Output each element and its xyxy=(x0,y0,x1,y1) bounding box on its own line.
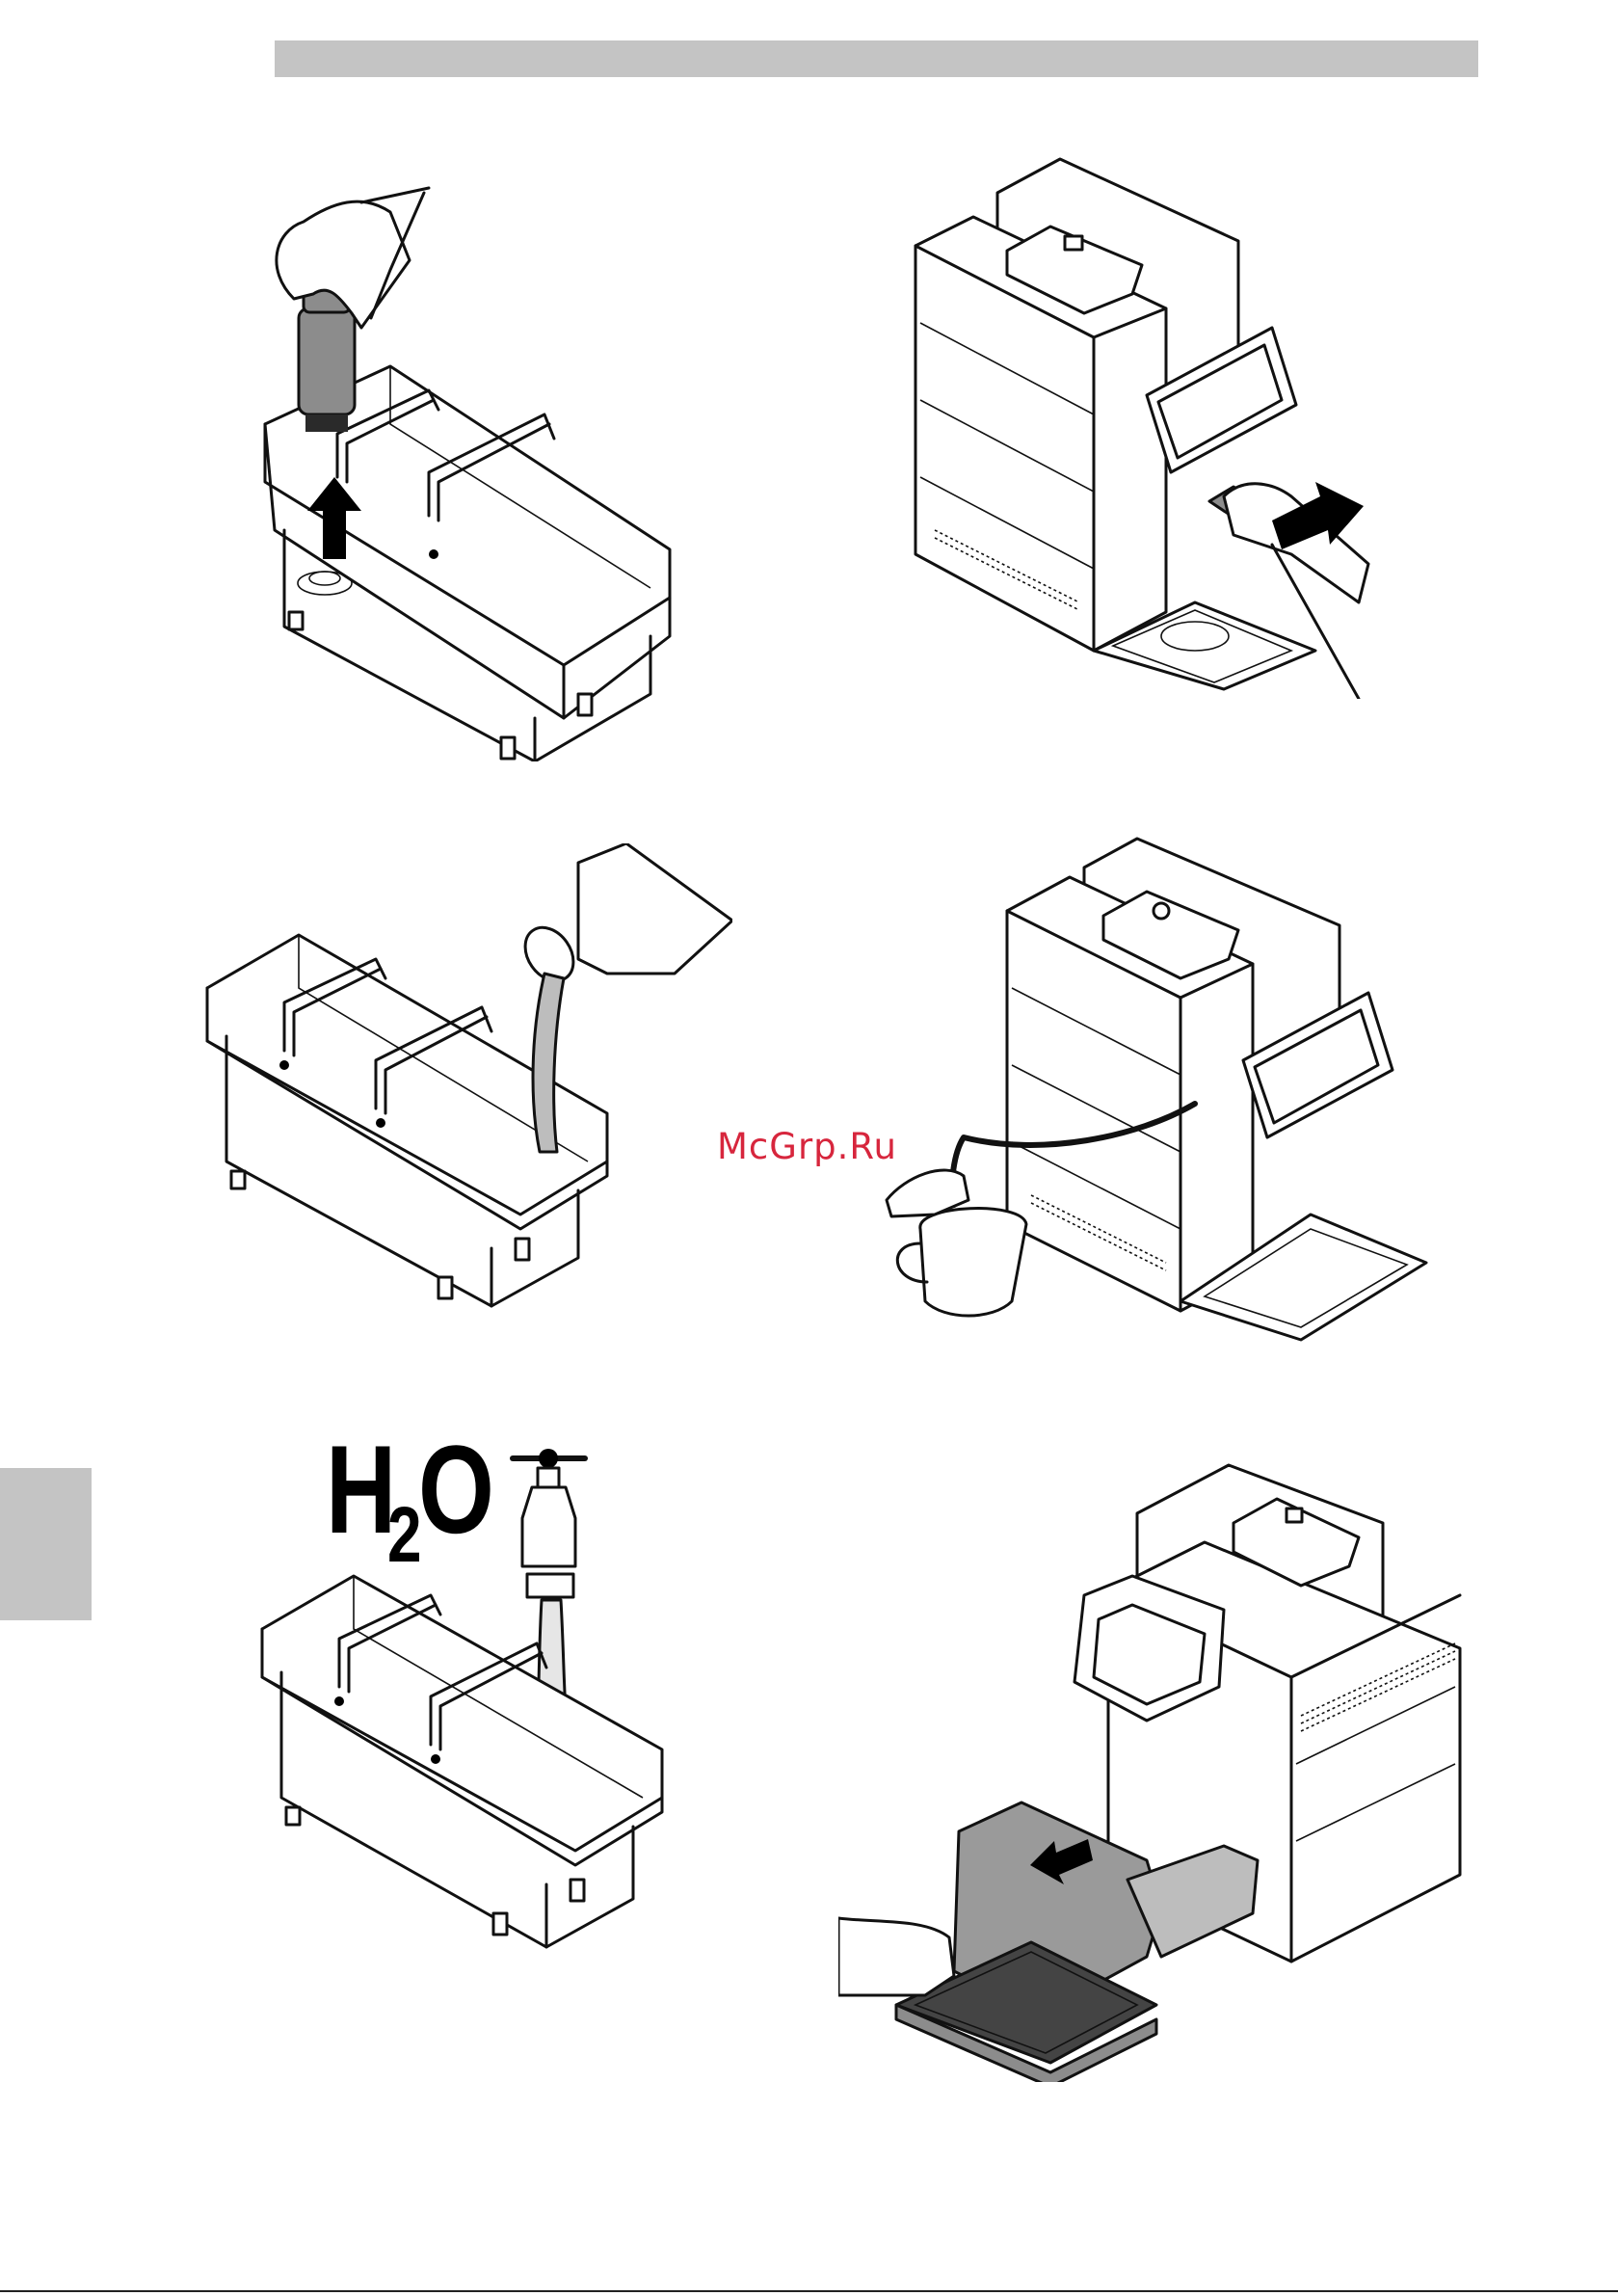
h2o-label: H 2 O xyxy=(326,1427,499,1571)
machine-dispenser-press-icon xyxy=(906,149,1397,699)
illustration-filter-removal xyxy=(246,183,689,761)
machine-drip-tray-removal-icon xyxy=(838,1455,1465,2082)
h2o-subscript: 2 xyxy=(387,1496,422,1575)
footer-line xyxy=(0,2290,1618,2292)
pouring-descaler-icon xyxy=(202,843,732,1316)
illustration-pour-descaler xyxy=(202,843,732,1316)
filter-cartridge-removal-icon xyxy=(246,183,689,761)
h2o-o: O xyxy=(418,1427,494,1552)
machine-milk-tube-jug-icon xyxy=(848,819,1436,1369)
header-bar xyxy=(275,40,1478,77)
illustration-drip-tray xyxy=(838,1455,1465,2082)
illustration-milk-tube xyxy=(848,819,1436,1369)
side-section-tab xyxy=(0,1468,92,1620)
watermark-text: McGrp.Ru xyxy=(717,1126,897,1167)
h2o-h: H xyxy=(326,1427,396,1552)
illustration-dispenser-press xyxy=(906,149,1397,699)
